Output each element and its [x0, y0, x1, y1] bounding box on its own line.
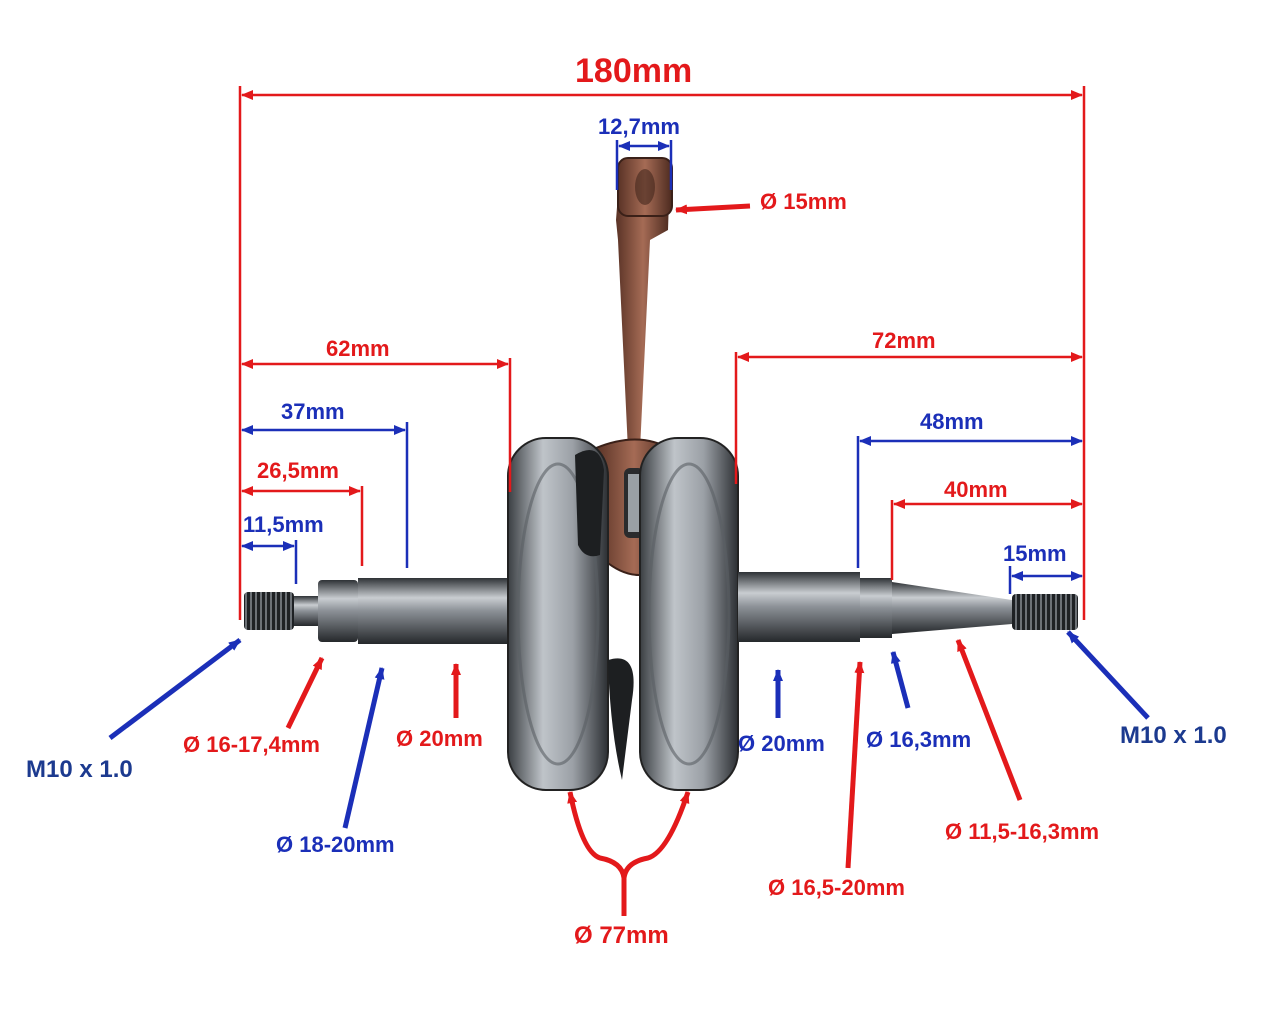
callout-right-11-5-16-3	[955, 639, 1023, 801]
label-26-5: 26,5mm	[257, 458, 339, 483]
callout-right-thread	[1066, 630, 1150, 720]
label-left-18-20: Ø 18-20mm	[276, 832, 395, 857]
label-15: 15mm	[1003, 541, 1067, 566]
label-48: 48mm	[920, 409, 984, 434]
label-72: 72mm	[872, 328, 936, 353]
callout-left-16-17-4	[285, 656, 325, 730]
label-40: 40mm	[944, 477, 1008, 502]
label-right-thread: M10 x 1.0	[1120, 722, 1227, 749]
label-right-16-5-20: Ø 16,5-20mm	[768, 875, 905, 900]
label-overall-length: 180mm	[575, 52, 693, 90]
left-shaft	[244, 578, 508, 644]
label-left-20: Ø 20mm	[396, 726, 483, 751]
callout-small-end	[675, 203, 751, 215]
right-shaft	[738, 572, 1078, 642]
label-11-5: 11,5mm	[243, 512, 324, 537]
callout-left-thread	[108, 638, 242, 740]
dimension-lines	[238, 86, 1086, 620]
callout-left-18-20	[342, 667, 385, 829]
callout-flywheel-77	[567, 791, 627, 916]
label-small-end-diameter: Ø 15mm	[760, 189, 847, 214]
callout-right-16-5-20	[845, 661, 865, 869]
crankshaft-illustration	[244, 157, 1078, 791]
left-flywheel	[507, 437, 609, 791]
label-left-thread: M10 x 1.0	[26, 756, 133, 783]
label-right-16-3: Ø 16,3mm	[866, 727, 972, 752]
label-62: 62mm	[326, 336, 390, 361]
label-small-end-width: 12,7mm	[598, 114, 680, 139]
label-right-20: Ø 20mm	[738, 731, 825, 756]
label-37: 37mm	[281, 399, 345, 424]
label-left-16-17-4: Ø 16-17,4mm	[183, 732, 320, 757]
callout-right-16-3	[890, 651, 911, 709]
label-flywheel-77: Ø 77mm	[574, 922, 669, 949]
callout-arrows	[108, 203, 1150, 916]
label-right-11-5-16-3: Ø 11,5-16,3mm	[945, 819, 1100, 844]
